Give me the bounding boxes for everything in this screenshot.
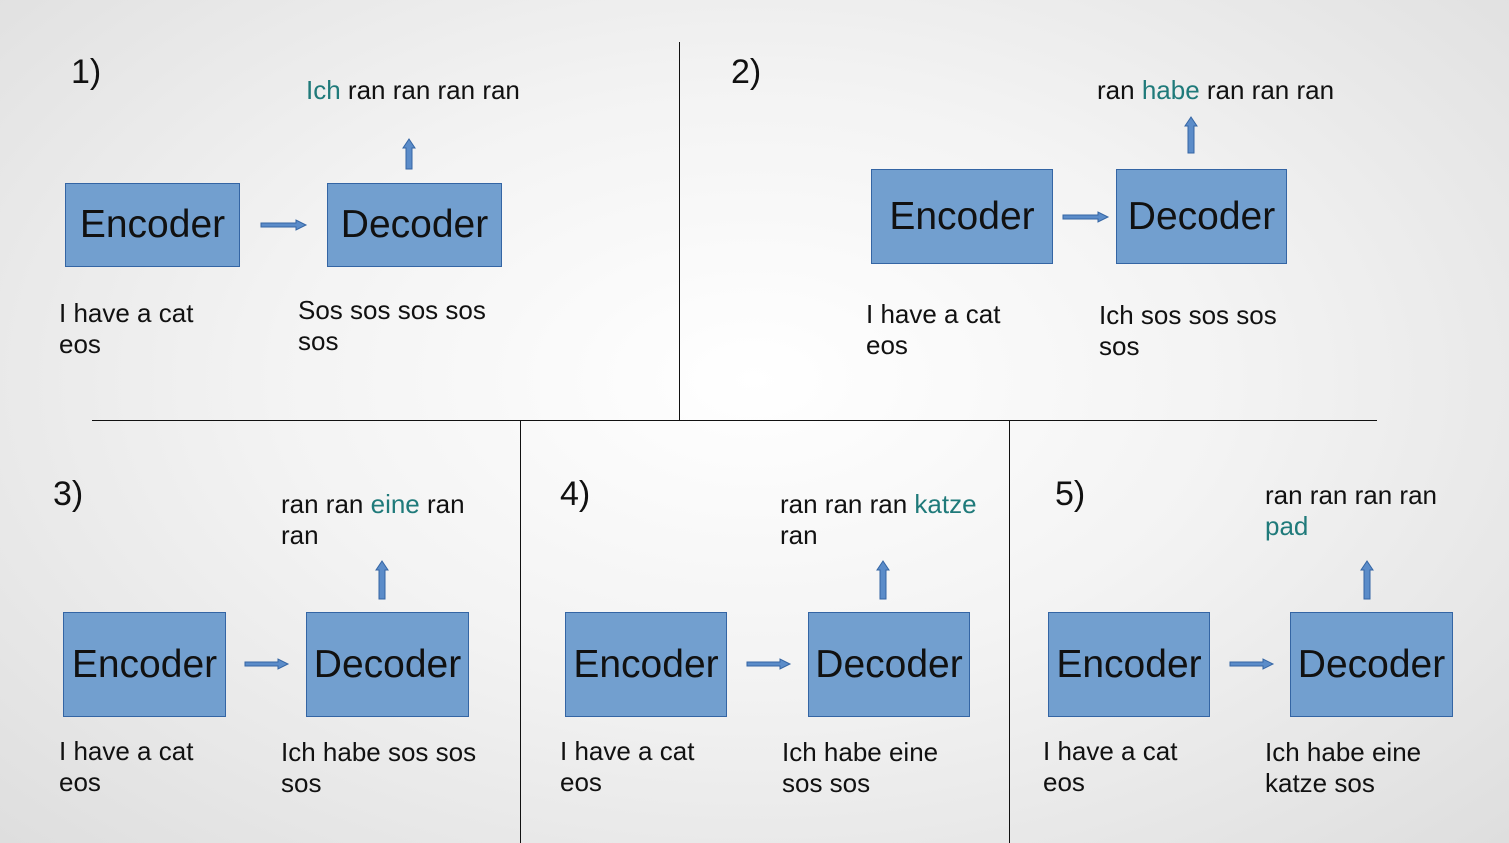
divider-vertical-bottom-left [520, 420, 521, 843]
up-arrow-icon [1360, 560, 1374, 600]
output-before: ran ran ran [780, 489, 915, 519]
step-number: 5) [1055, 475, 1086, 513]
output-highlight: pad [1265, 511, 1309, 541]
decoder-output: ran ran ran katze ran [780, 489, 977, 551]
decoder-box: Decoder [306, 612, 469, 717]
encoder-input-line-1: I have a cat [560, 736, 695, 766]
decoder-input-line-1: Ich sos sos sos [1099, 300, 1277, 330]
decoder-box: Decoder [327, 183, 502, 267]
encoder-input-line-1: I have a cat [59, 736, 194, 766]
decoder-input-line-1: Sos sos sos sos [298, 295, 486, 325]
encoder-box: Encoder [871, 169, 1053, 264]
decoder-input: Sos sos sos sos sos [298, 295, 486, 357]
encoder-input-line-1: I have a cat [866, 299, 1001, 329]
output-line-2: ran [780, 520, 818, 550]
step-number: 3) [53, 475, 84, 513]
right-arrow-icon [746, 658, 792, 670]
divider-vertical-bottom-right [1009, 420, 1010, 843]
right-arrow-icon [260, 219, 308, 231]
encoder-input-line-2: eos [560, 767, 602, 797]
encoder-input-line-2: eos [59, 767, 101, 797]
encoder-input: I have a cat eos [1043, 736, 1177, 798]
output-highlight: habe [1141, 75, 1200, 105]
up-arrow-icon [375, 560, 389, 600]
decoder-output: ran ran ran ran pad [1265, 480, 1437, 542]
output-before: ran [1097, 75, 1142, 105]
decoder-input-line-2: sos [281, 768, 322, 798]
decoder-input-line-1: Ich habe eine [782, 737, 939, 767]
output-after: ran ran ran ran [340, 75, 520, 105]
encoder-input: I have a cat eos [59, 736, 193, 798]
decoder-input: Ich habe sos sos sos [281, 737, 476, 799]
encoder-input-line-2: eos [866, 330, 908, 360]
decoder-output: ran ran eine ran ran [281, 489, 465, 551]
output-line-2: ran [281, 520, 319, 550]
output-highlight: katze [914, 489, 977, 519]
output-before: ran ran [281, 489, 371, 519]
decoder-box: Decoder [1290, 612, 1453, 717]
decoder-input-line-2: sos [1099, 331, 1140, 361]
up-arrow-icon [1184, 116, 1198, 154]
encoder-box: Encoder [65, 183, 240, 267]
decoder-box: Decoder [808, 612, 970, 717]
encoder-input: I have a cat eos [59, 298, 193, 360]
output-after: ran ran ran [1199, 75, 1335, 105]
right-arrow-icon [1229, 658, 1275, 670]
divider-vertical-top [679, 42, 680, 420]
decoder-output: Ich ran ran ran ran [306, 75, 520, 106]
step-number: 1) [71, 53, 102, 91]
output-line-1: ran ran ran ran [1265, 480, 1437, 510]
decoder-input: Ich habe eine katze sos [1265, 737, 1421, 799]
decoder-box: Decoder [1116, 169, 1287, 264]
step-number: 2) [731, 53, 762, 91]
decoder-input-line-2: katze sos [1265, 768, 1375, 798]
encoder-input: I have a cat eos [560, 736, 694, 798]
decoder-input-line-2: sos [298, 326, 339, 356]
up-arrow-icon [402, 138, 416, 170]
decoder-input-line-1: Ich habe eine [1265, 737, 1422, 767]
encoder-input-line-2: eos [1043, 767, 1085, 797]
divider-horizontal [92, 420, 1377, 421]
step-number: 4) [560, 475, 591, 513]
decoder-output: ran habe ran ran ran [1097, 75, 1334, 106]
encoder-input-line-1: I have a cat [1043, 736, 1178, 766]
encoder-box: Encoder [63, 612, 226, 717]
right-arrow-icon [1062, 211, 1110, 223]
encoder-input: I have a cat eos [866, 299, 1000, 361]
decoder-input-line-1: Ich habe sos sos [281, 737, 477, 767]
decoder-input-line-2: sos sos [782, 768, 871, 798]
decoder-input: Ich sos sos sos sos [1099, 300, 1277, 362]
up-arrow-icon [876, 560, 890, 600]
encoder-input-line-1: I have a cat [59, 298, 194, 328]
decoder-input: Ich habe eine sos sos [782, 737, 938, 799]
encoder-box: Encoder [565, 612, 727, 717]
right-arrow-icon [244, 658, 290, 670]
output-highlight: Ich [306, 75, 341, 105]
output-after: ran [419, 489, 465, 519]
encoder-input-line-2: eos [59, 329, 101, 359]
encoder-box: Encoder [1048, 612, 1210, 717]
output-highlight: eine [370, 489, 420, 519]
